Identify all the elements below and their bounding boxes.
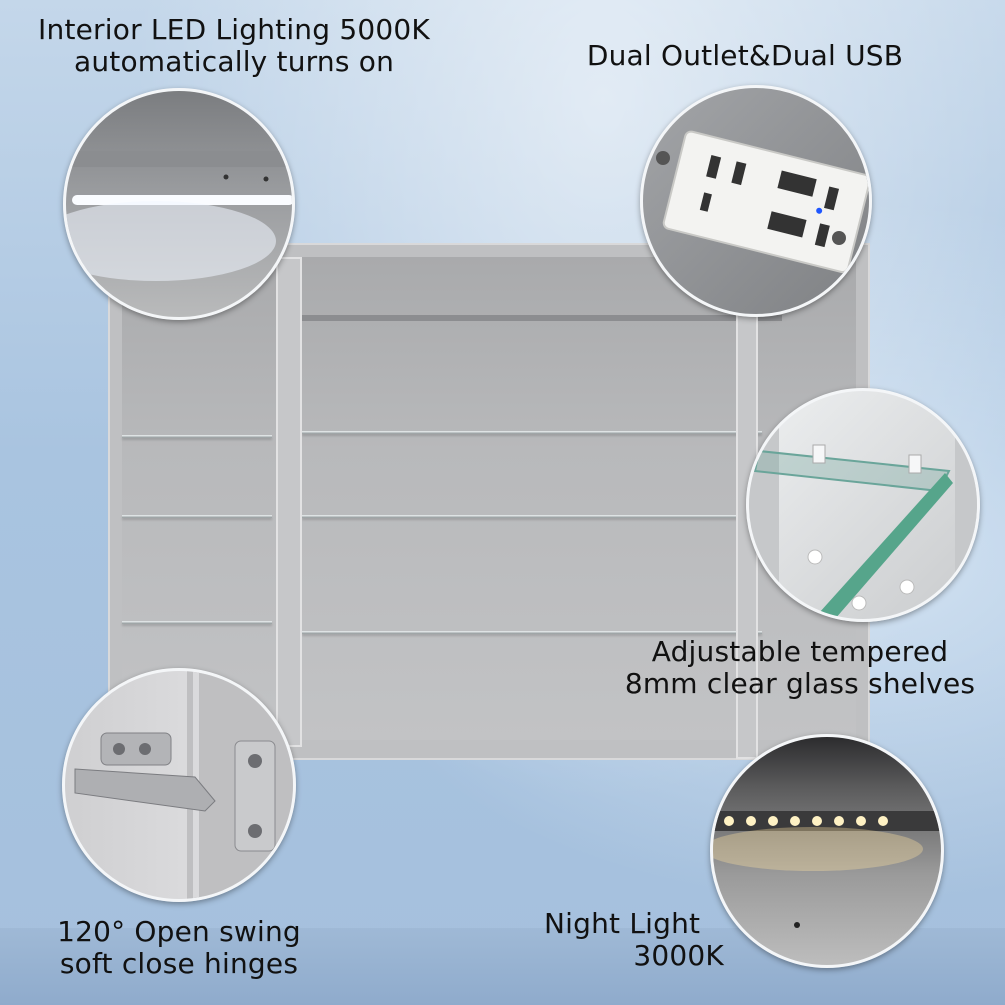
glass-shelf [302,431,762,434]
hinge-label-line2: soft close hinges [59,947,299,980]
outlet-label-line1: Dual Outlet&Dual USB [586,39,904,72]
shelves-label-line2: 8mm clear glass shelves [624,667,976,700]
led-strip-icon [66,151,292,281]
hinge-detail [62,668,296,902]
glass-shelf-detail [746,388,980,622]
glass-shelf [122,515,272,518]
cabinet-top-light-bar [302,315,782,321]
shelves-label: Adjustable tempered 8mm clear glass shel… [614,636,986,700]
hinge-label-line1: 120° Open swing [57,915,301,948]
night-light-detail [710,734,944,968]
glass-shelf [122,435,272,438]
led-lighting-label-line1: Interior LED Lighting 5000K [38,13,430,46]
medicine-cabinet [108,243,870,760]
cabinet-interior [122,257,856,740]
glass-shelf-icon [749,391,977,619]
glass-shelf [302,515,762,518]
glass-shelf [122,621,272,624]
outlet-label: Dual Outlet&Dual USB [574,40,916,72]
shelves-label-line1: Adjustable tempered [651,635,949,668]
led-lighting-label: Interior LED Lighting 5000K automaticall… [28,14,440,78]
night-light-label-line1: Night Light [544,907,701,940]
night-light-label-line2: 3000K [633,939,724,972]
hinge-label: 120° Open swing soft close hinges [44,916,314,980]
glass-shelf [302,631,762,634]
hinge-icon [74,671,293,899]
night-light-label: Night Light 3000K [544,908,724,972]
outlet-detail [640,85,872,317]
led-lighting-label-line2: automatically turns on [73,45,395,78]
led-lighting-detail [63,88,295,320]
cabinet-door-left [276,257,302,747]
outlet-icon [656,130,869,274]
night-light-icon [713,811,941,928]
